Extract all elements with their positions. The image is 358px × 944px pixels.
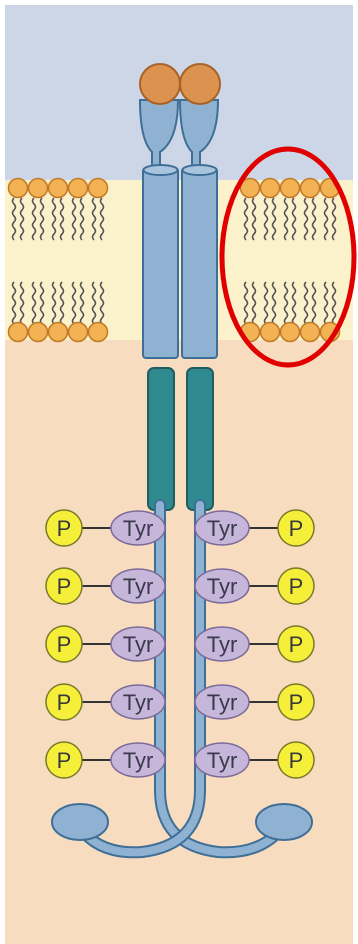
left-transmembrane-segment: [143, 168, 178, 358]
tyr-label: Tyr: [123, 748, 154, 773]
left-tail-end: [52, 804, 108, 840]
right-kinase-domain: [187, 368, 213, 510]
lipid-head: [89, 179, 108, 198]
p-label: P: [57, 690, 72, 715]
tyr-label: Tyr: [207, 690, 238, 715]
p-label: P: [289, 690, 304, 715]
right-ligand: [180, 64, 220, 104]
right-transmembrane-segment: [182, 168, 217, 358]
tyr-label: Tyr: [123, 574, 154, 599]
lipid-head: [301, 179, 320, 198]
p-label: P: [289, 574, 304, 599]
p-label: P: [57, 574, 72, 599]
lipid-head: [261, 323, 280, 342]
lipid-head: [49, 179, 68, 198]
lipid-head: [69, 323, 88, 342]
tyr-label: Tyr: [207, 748, 238, 773]
lipid-head: [29, 179, 48, 198]
lipid-head: [281, 323, 300, 342]
tyr-label: Tyr: [123, 632, 154, 657]
p-label: P: [57, 516, 72, 541]
lipid-head: [49, 323, 68, 342]
lipid-head: [89, 323, 108, 342]
p-label: P: [289, 748, 304, 773]
tyr-label: Tyr: [207, 516, 238, 541]
p-label: P: [289, 516, 304, 541]
p-label: P: [57, 748, 72, 773]
tyr-label: Tyr: [123, 516, 154, 541]
lipid-head: [9, 179, 28, 198]
lipid-head: [281, 179, 300, 198]
right-tail-end: [256, 804, 312, 840]
tyr-label: Tyr: [207, 574, 238, 599]
left-ligand: [140, 64, 180, 104]
left-kinase-domain: [148, 368, 174, 510]
p-label: P: [289, 632, 304, 657]
lipid-head: [69, 179, 88, 198]
p-label: P: [57, 632, 72, 657]
lipid-head: [29, 323, 48, 342]
tyr-label: Tyr: [123, 690, 154, 715]
lipid-head: [301, 323, 320, 342]
lipid-head: [9, 323, 28, 342]
lipid-head: [261, 179, 280, 198]
tyr-label: Tyr: [207, 632, 238, 657]
